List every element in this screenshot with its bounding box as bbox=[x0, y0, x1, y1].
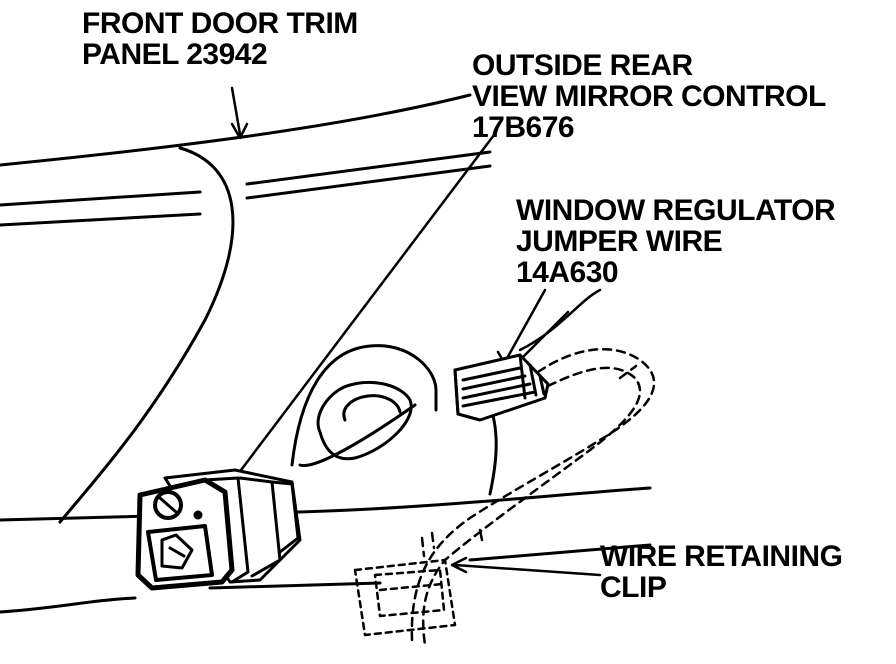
connector-block bbox=[453, 353, 550, 422]
armrest-pull-cup bbox=[290, 344, 498, 496]
jumper-wire-label-line1: WINDOW REGULATOR bbox=[516, 194, 836, 227]
jumper-wire-label-line2: JUMPER WIRE bbox=[516, 225, 723, 258]
jumper-wire-label-line3: 14A630 bbox=[516, 256, 619, 289]
retaining-clip-label: WIRE RETAINING CLIP bbox=[600, 540, 843, 604]
trim-wire-lines bbox=[478, 288, 602, 542]
mirror-control-label-line3: 17B676 bbox=[472, 111, 575, 144]
trim-panel-outline bbox=[0, 93, 652, 614]
retaining-clip-label-line2: CLIP bbox=[600, 571, 667, 604]
leader-lines bbox=[230, 86, 602, 577]
mirror-control-label-line1: OUTSIDE REAR bbox=[472, 49, 693, 82]
jumper-wire-label: WINDOW REGULATOR JUMPER WIRE 14A630 bbox=[516, 194, 836, 289]
mirror-control-label-line2: VIEW MIRROR CONTROL bbox=[472, 80, 826, 113]
wire-harness bbox=[410, 347, 656, 647]
trim-panel-label-line2: PANEL 23942 bbox=[82, 38, 268, 71]
trim-panel-label-line1: FRONT DOOR TRIM bbox=[82, 7, 358, 40]
wire-retaining-clip bbox=[353, 558, 457, 637]
mirror-control-label: OUTSIDE REAR VIEW MIRROR CONTROL 17B676 bbox=[472, 50, 826, 143]
mirror-control-switch bbox=[135, 468, 302, 591]
retaining-clip-label-line1: WIRE RETAINING bbox=[600, 540, 843, 573]
trim-panel-label: FRONT DOOR TRIM PANEL 23942 bbox=[82, 8, 358, 70]
